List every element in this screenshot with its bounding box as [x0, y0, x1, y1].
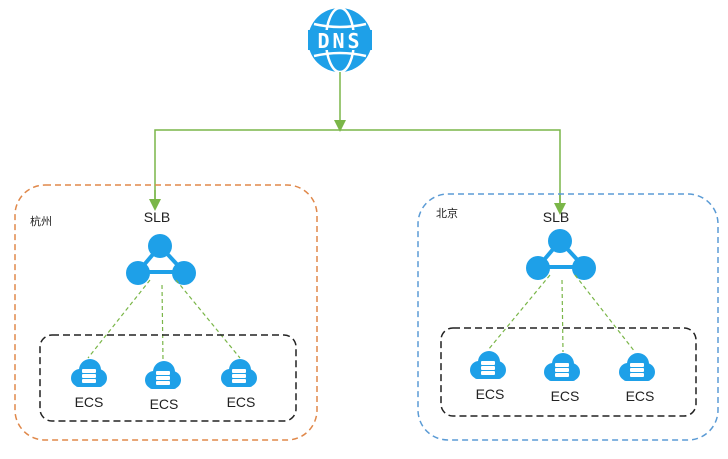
ecs-server-1: ECS: [470, 351, 506, 402]
ecs-label: ECS: [150, 396, 179, 412]
ecs-group-border: [440, 327, 697, 417]
ecs-cloud-icon: [145, 361, 181, 389]
region-name: 杭州: [30, 214, 52, 228]
ecs-server-3: ECS: [221, 359, 257, 410]
ecs-cloud-icon: [470, 351, 506, 379]
slb-label: SLB: [543, 209, 569, 225]
ecs-group-border: [39, 334, 297, 422]
region-hangzhou: 杭州 SLB ECS: [14, 184, 318, 441]
ecs-label: ECS: [227, 394, 256, 410]
ecs-server-2: ECS: [145, 361, 181, 412]
dns-label: DNS: [317, 29, 362, 53]
slb-to-ecs-links: [87, 279, 241, 361]
dns-connectors: [149, 72, 566, 215]
slb-to-ecs-links: [487, 274, 636, 353]
region-border: [14, 184, 318, 441]
ecs-cloud-icon: [221, 359, 257, 387]
slb-icon: [126, 234, 196, 285]
region-border: [417, 193, 719, 441]
slb-label: SLB: [144, 209, 170, 225]
ecs-label: ECS: [476, 386, 505, 402]
ecs-server-3: ECS: [619, 353, 655, 404]
region-beijing: 北京 SLB ECS: [417, 193, 719, 441]
ecs-cloud-icon: [71, 359, 107, 387]
ecs-cloud-icon: [619, 353, 655, 381]
ecs-label: ECS: [75, 394, 104, 410]
ecs-server-1: ECS: [71, 359, 107, 410]
ecs-label: ECS: [551, 388, 580, 404]
ecs-server-2: ECS: [544, 353, 580, 404]
ecs-label: ECS: [626, 388, 655, 404]
slb-icon: [526, 229, 596, 280]
ecs-cloud-icon: [544, 353, 580, 381]
dns-split-connector: [154, 129, 561, 204]
region-name: 北京: [436, 206, 458, 220]
dns-globe-icon: DNS: [308, 6, 372, 74]
